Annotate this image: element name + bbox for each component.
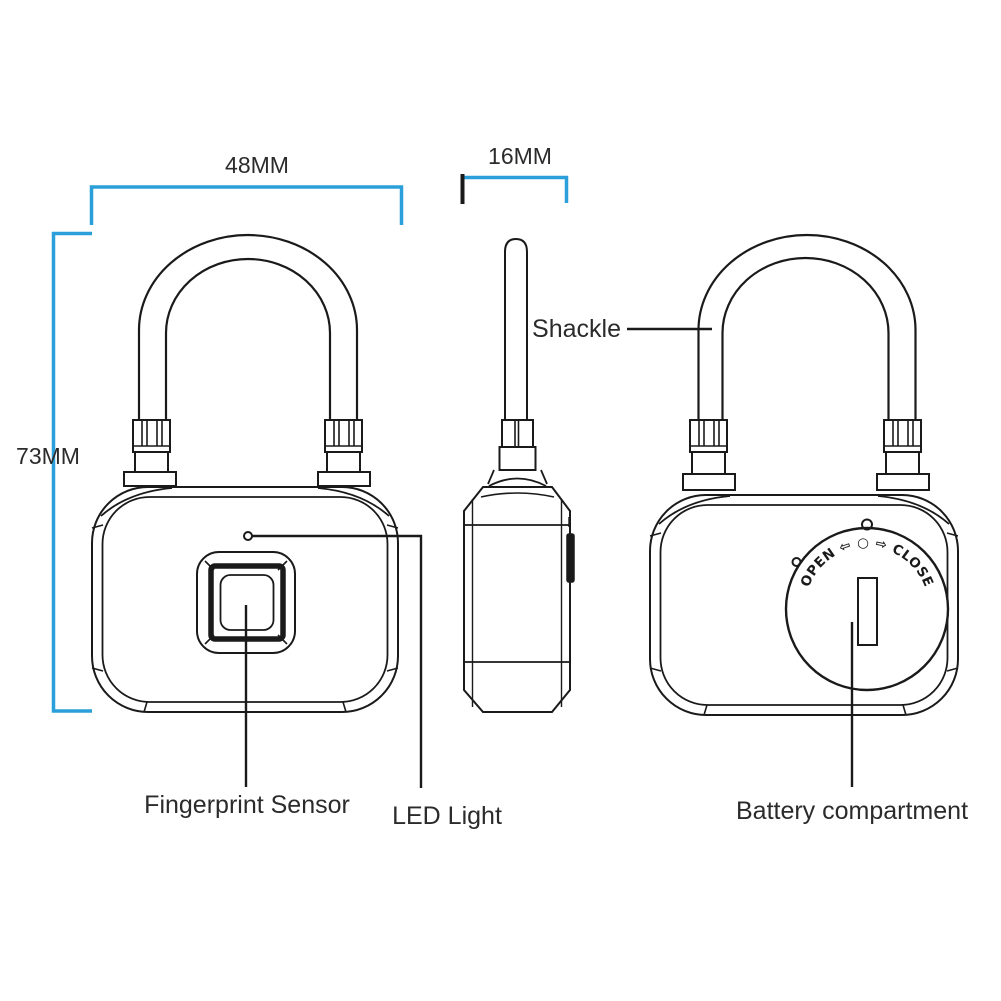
front-left-shackle-post [123,419,177,487]
callout-lines [244,327,854,788]
fingerprint-sensor-label: Fingerprint Sensor [144,791,350,819]
cap-alignment-dot-top [861,518,873,531]
side-shackle-collar [487,419,548,487]
back-shackle-inner [721,256,890,421]
battery-cap [784,518,950,692]
side-body-neck-line [480,492,555,498]
back-shoulder-arcs [658,495,950,525]
cap-alignment-dot-left [791,557,802,567]
side-shackle-rod [504,237,528,420]
battery-cap-circle [784,526,950,692]
led-indicator-dot [243,531,253,541]
back-body-outer [649,494,959,716]
height-dimension-bracket [51,231,92,713]
front-shoulder-arcs [100,487,390,517]
depth-dimension-label: 16MM [488,143,552,169]
back-right-shackle-post [876,419,930,491]
side-button [566,533,575,583]
battery-compartment-label: Battery compartment [736,797,968,825]
front-view [91,233,399,713]
shackle-label: Shackle [532,315,621,343]
depth-dimension-bracket [463,175,569,203]
side-view [463,237,575,713]
back-view [649,233,959,716]
back-body-parting-ticks [649,532,959,716]
width-dimension-bracket [89,185,404,225]
side-body-outline [463,486,571,713]
led-light-label: LED Light [392,802,502,830]
height-dimension-label: 73MM [16,443,80,469]
side-body-inner-walls [471,499,563,707]
back-left-shackle-post [682,419,736,491]
battery-cap-slot [857,577,878,646]
front-body-parting-ticks [91,524,399,713]
dimension-brackets [51,175,569,713]
led-pointer-line [252,534,423,788]
side-body-seams [464,524,570,663]
front-right-shackle-post [317,419,371,487]
width-dimension-label: 48MM [225,152,289,178]
front-shackle-outer [137,233,359,421]
back-shackle-outer [697,233,917,421]
front-shackle-inner [164,257,332,421]
